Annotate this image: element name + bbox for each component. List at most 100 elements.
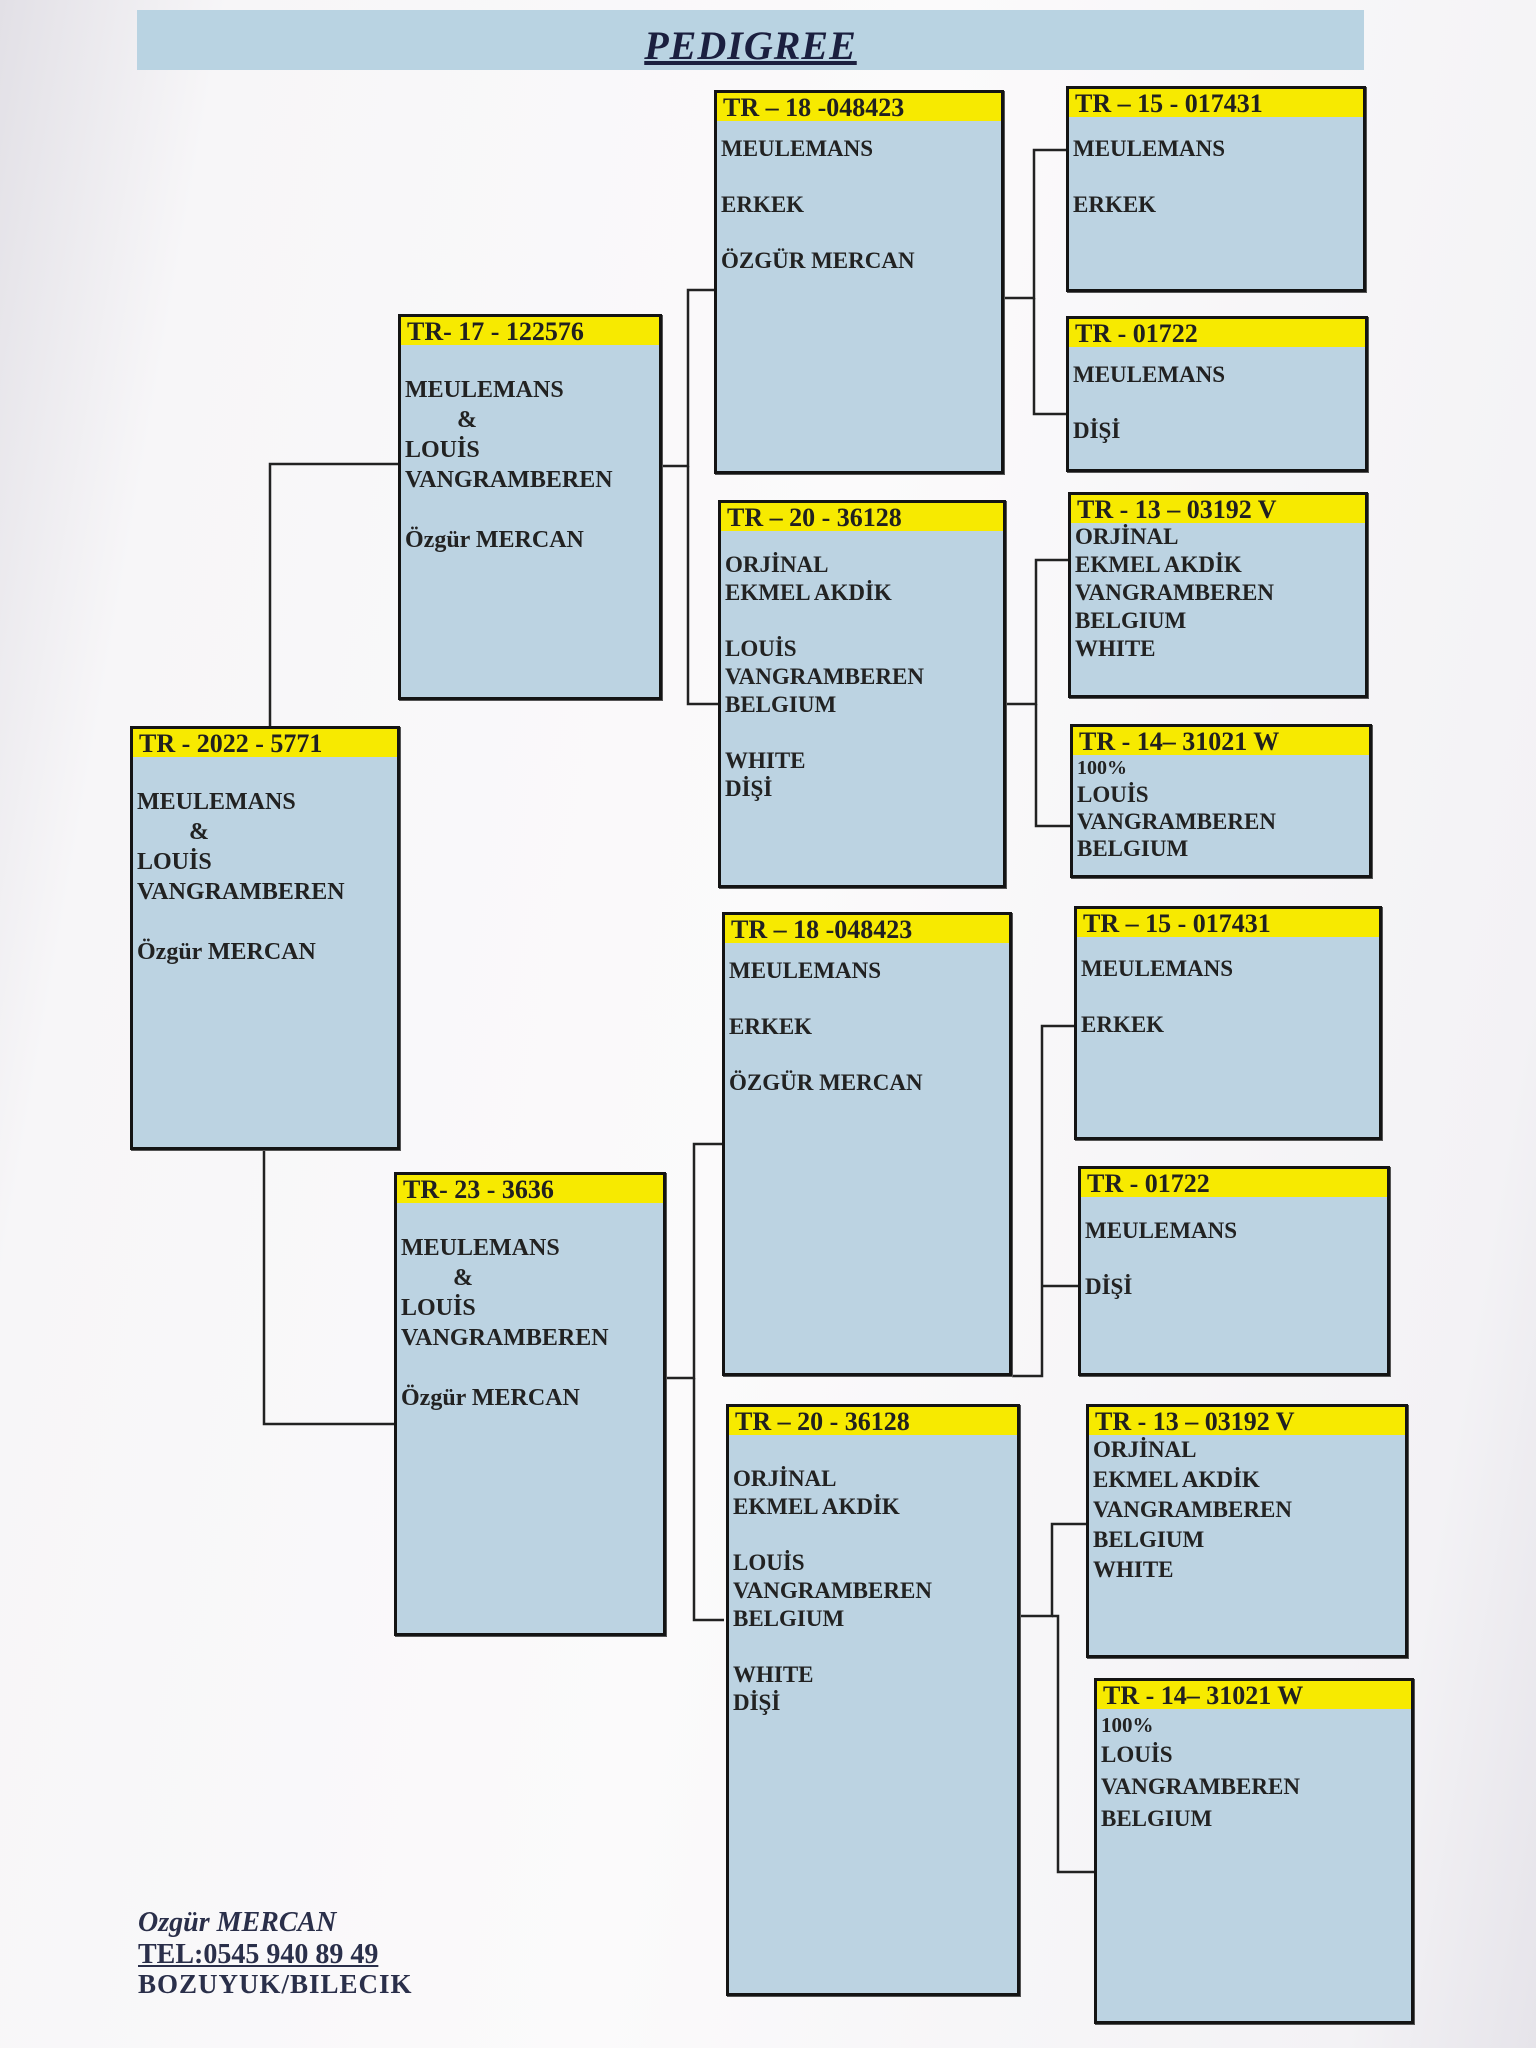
gg5-reg: TR – 15 - 017431 (1077, 909, 1379, 937)
connector-sire-sire (660, 288, 716, 468)
card-sire-sire: TR – 18 -048423 MEULEMANS ERKEK ÖZGÜR ME… (714, 90, 1004, 474)
gg6-line (1085, 1245, 1381, 1273)
gg8-line: LOUİS (1101, 1742, 1173, 1767)
dam-dam-line: ORJİNAL (733, 1466, 837, 1491)
sire-dam-reg: TR – 20 - 36128 (721, 503, 1003, 531)
gg6-line: DİŞİ (1085, 1274, 1133, 1299)
sire-line: & (457, 407, 477, 433)
subject-line: & (189, 819, 209, 845)
dam-line (401, 1353, 657, 1383)
dam-dam-line (733, 1633, 1011, 1661)
breeder-name: Ozgür MERCAN (138, 1907, 337, 1938)
sire-dam-line: WHITE (725, 748, 806, 773)
sire-dam-line: VANGRAMBEREN (725, 664, 924, 689)
connector-subject-sire (268, 462, 400, 726)
sire-dam-line (725, 607, 997, 635)
gg8-reg: TR - 14– 31021 W (1097, 1681, 1411, 1709)
gg1-reg: TR – 15 - 017431 (1069, 89, 1363, 117)
sire-sire-reg: TR – 18 -048423 (717, 93, 1001, 121)
dam-dam-line: BELGIUM (733, 1606, 845, 1631)
dam-line: VANGRAMBEREN (401, 1325, 609, 1351)
connector-gg5 (1012, 1024, 1076, 1378)
gg4-line: VANGRAMBEREN (1077, 809, 1276, 834)
card-gg1: TR – 15 - 017431 MEULEMANS ERKEK (1066, 86, 1366, 292)
gg2-line (1073, 389, 1359, 417)
gg8-line: VANGRAMBEREN (1101, 1774, 1300, 1799)
gg4-line: BELGIUM (1077, 836, 1189, 861)
connector-sire-dam (686, 466, 718, 706)
subject-line: LOUİS (137, 849, 212, 875)
card-gg4: TR - 14– 31021 W 100% LOUİS VANGRAMBEREN… (1070, 724, 1372, 878)
subject-line (137, 907, 391, 937)
sire-dam-line: DİŞİ (725, 776, 773, 801)
gg4-line: 100% (1077, 757, 1127, 779)
sire-reg: TR- 17 - 122576 (401, 317, 659, 345)
dam-line: Özgür MERCAN (401, 1385, 580, 1411)
dam-dam-line (733, 1521, 1011, 1549)
gg6-reg: TR - 01722 (1081, 1169, 1387, 1197)
gg7-reg: TR - 13 – 03192 V (1089, 1407, 1405, 1435)
gg5-line (1081, 983, 1373, 1011)
dam-dam-line: EKMEL AKDİK (733, 1494, 900, 1519)
subject-line: Özgür MERCAN (137, 939, 316, 965)
sire-line (405, 495, 653, 525)
dam-sire-line: ÖZGÜR MERCAN (729, 1070, 923, 1095)
dam-sire-reg: TR – 18 -048423 (725, 915, 1009, 943)
breeder-footer: Ozgür MERCAN TEL:0545 940 89 49 BOZUYUK/… (138, 1906, 413, 1998)
card-gg5: TR – 15 - 017431 MEULEMANS ERKEK (1074, 906, 1382, 1140)
gg1-line: MEULEMANS (1073, 136, 1226, 161)
card-gg2: TR - 01722 MEULEMANS DİŞİ (1066, 316, 1368, 472)
gg3-line: BELGIUM (1075, 608, 1187, 633)
breeder-location: BOZUYUK/BILECIK (138, 1969, 413, 1999)
sire-dam-line: LOUİS (725, 636, 797, 661)
gg8-line: BELGIUM (1101, 1806, 1213, 1831)
card-gg7: TR - 13 – 03192 V ORJİNAL EKMEL AKDİK VA… (1086, 1404, 1408, 1658)
gg7-line: BELGIUM (1093, 1527, 1205, 1552)
sire-sire-line: ÖZGÜR MERCAN (721, 248, 915, 273)
dam-line: LOUİS (401, 1295, 476, 1321)
card-sire: TR- 17 - 122576 MEULEMANS & LOUİS VANGRA… (398, 314, 662, 700)
gg7-line: ORJİNAL (1093, 1437, 1197, 1462)
gg4-line: LOUİS (1077, 782, 1149, 807)
dam-dam-line: DİŞİ (733, 1690, 781, 1715)
sire-dam-line: ORJİNAL (725, 552, 829, 577)
sire-sire-line: ERKEK (721, 192, 805, 217)
card-dam-dam: TR – 20 - 36128 ORJİNAL EKMEL AKDİK LOUİ… (726, 1404, 1020, 1996)
connector-gg4 (1034, 704, 1072, 828)
sire-line: LOUİS (405, 437, 480, 463)
connector-gg7 (1020, 1522, 1088, 1618)
connector-dam-sire (666, 1142, 722, 1380)
sire-dam-line: EKMEL AKDİK (725, 580, 892, 605)
subject-reg: TR - 2022 - 5771 (133, 729, 397, 757)
gg1-line (1073, 163, 1357, 191)
gg7-line: WHITE (1093, 1557, 1174, 1582)
gg2-reg: TR - 01722 (1069, 319, 1365, 347)
dam-line: MEULEMANS (401, 1235, 560, 1261)
gg5-line: MEULEMANS (1081, 956, 1234, 981)
sire-sire-line (721, 163, 995, 191)
sire-dam-line (725, 719, 997, 747)
dam-reg: TR- 23 - 3636 (397, 1175, 663, 1203)
page-title: PEDIGREE (644, 23, 857, 68)
gg2-line: MEULEMANS (1073, 362, 1226, 387)
gg7-line: EKMEL AKDİK (1093, 1467, 1260, 1492)
gg3-line: VANGRAMBEREN (1075, 580, 1274, 605)
connector-gg1 (1002, 148, 1068, 300)
dam-sire-line (729, 1041, 1003, 1069)
card-dam-sire: TR – 18 -048423 MEULEMANS ERKEK ÖZGÜR ME… (722, 912, 1012, 1376)
connector-gg3 (1004, 558, 1070, 706)
card-dam: TR- 23 - 3636 MEULEMANS & LOUİS VANGRAMB… (394, 1172, 666, 1636)
dam-sire-line: MEULEMANS (729, 958, 882, 983)
card-sire-dam: TR – 20 - 36128 ORJİNAL EKMEL AKDİK LOUİ… (718, 500, 1006, 888)
gg5-line: ERKEK (1081, 1012, 1165, 1037)
gg3-line: EKMEL AKDİK (1075, 552, 1242, 577)
gg7-line: VANGRAMBEREN (1093, 1497, 1292, 1522)
dam-line: & (453, 1265, 473, 1291)
connector-dam-dam (692, 1378, 724, 1622)
gg4-reg: TR - 14– 31021 W (1073, 727, 1369, 755)
card-gg8: TR - 14– 31021 W 100% LOUİS VANGRAMBEREN… (1094, 1678, 1414, 2024)
sire-dam-line: BELGIUM (725, 692, 837, 717)
card-gg6: TR - 01722 MEULEMANS DİŞİ (1078, 1166, 1390, 1376)
